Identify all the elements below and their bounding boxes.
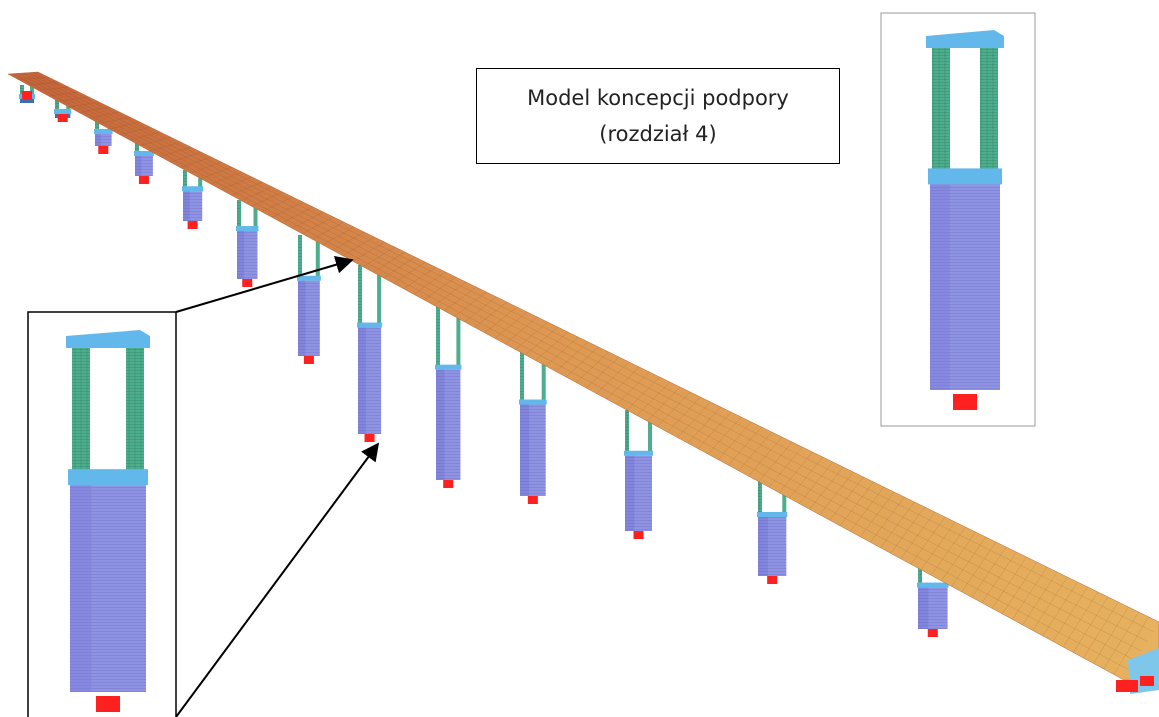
support-bearing	[527, 496, 538, 504]
support-bearing	[633, 531, 644, 539]
pier	[19, 85, 35, 103]
pier	[435, 305, 462, 488]
end-abutment	[1116, 648, 1159, 694]
support-bearing	[767, 576, 778, 584]
support-bearing	[443, 480, 454, 488]
support-bearing	[187, 221, 198, 229]
pier-detail-inset-left	[27, 311, 177, 717]
pier	[357, 265, 383, 442]
pier	[757, 480, 788, 584]
support-bearing	[364, 434, 375, 442]
pier	[297, 235, 321, 364]
pier-detail-inset-right	[880, 12, 1036, 427]
caption-line-1: Model koncepcji podpory	[527, 86, 789, 110]
pier	[917, 560, 949, 637]
bridge-deck	[7, 71, 1159, 681]
pier	[182, 170, 204, 229]
support-bearing	[98, 146, 109, 154]
support-bearing	[303, 356, 314, 364]
support-bearing	[927, 629, 938, 637]
leader-arrow-bottom	[175, 442, 380, 717]
support-bearing	[57, 114, 68, 122]
pier	[519, 350, 547, 504]
caption-box: Model koncepcji podpory (rozdział 4)	[476, 68, 840, 164]
support-bearing	[22, 91, 32, 99]
pier	[624, 410, 653, 539]
support-bearing	[242, 279, 253, 287]
support-bearing	[138, 176, 149, 184]
pier	[236, 200, 259, 287]
caption-line-2: (rozdział 4)	[599, 122, 717, 146]
piers-group	[19, 85, 949, 637]
leader-arrow-top	[175, 255, 354, 313]
